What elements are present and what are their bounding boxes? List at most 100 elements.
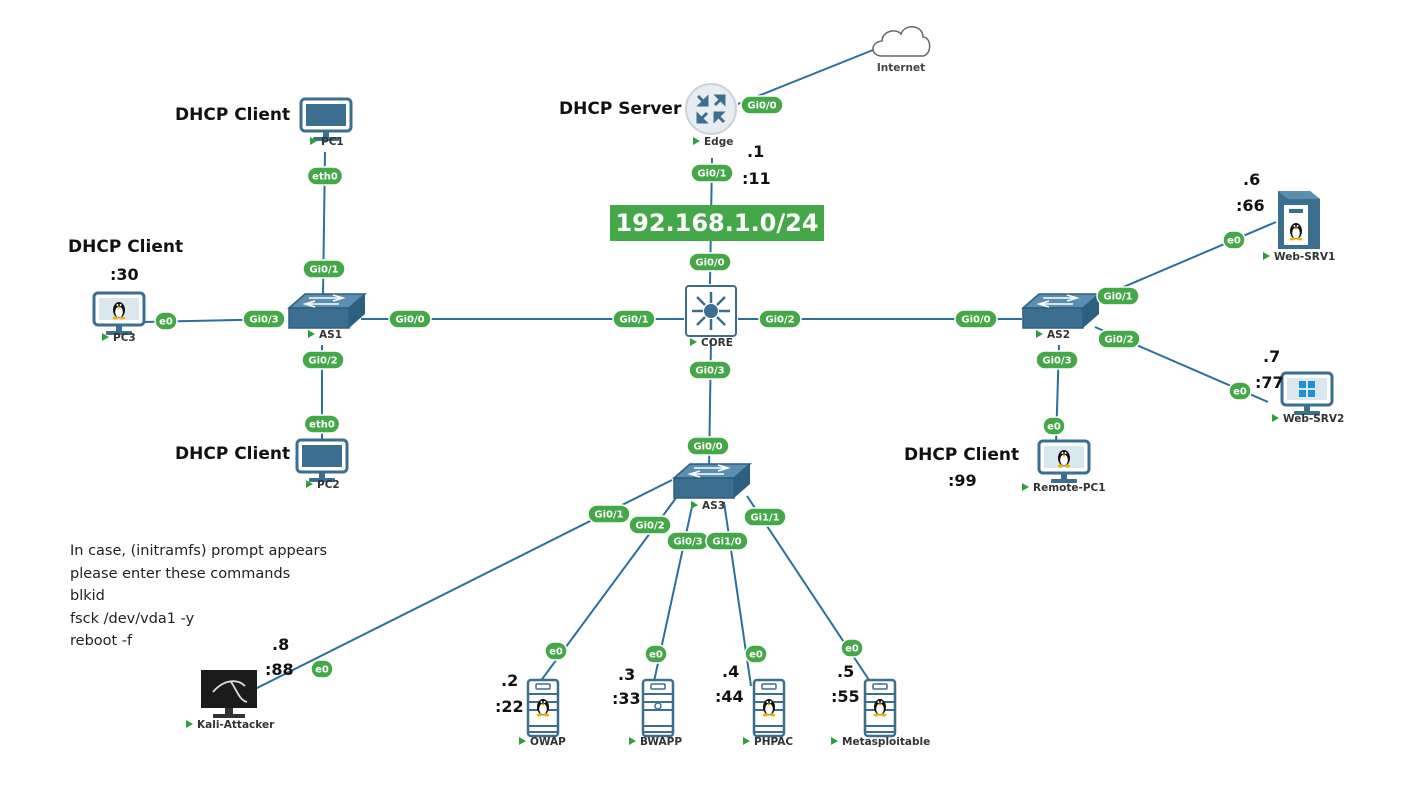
interface-badge-web2-e0: e0 — [1228, 381, 1252, 401]
web-srv1[interactable] — [1278, 191, 1320, 249]
node-label-web-srv2: Web-SRV2 — [1272, 413, 1344, 425]
internet-cloud[interactable]: Internet — [872, 26, 931, 74]
interface-badge-as1-gi03: Gi0/3 — [242, 309, 286, 329]
interface-badge-as2-gi01: Gi0/1 — [1096, 286, 1140, 306]
play-icon — [629, 737, 636, 745]
interface-label: e0 — [1227, 236, 1241, 247]
addr-phpac-v4: .4 — [722, 662, 740, 681]
play-icon — [743, 737, 750, 745]
addr-web1-v6: :66 — [1236, 196, 1265, 215]
core-switch[interactable] — [685, 285, 737, 337]
interface-badge-core-gi01: Gi0/1 — [612, 309, 656, 329]
interface-badge-as1-gi01: Gi0/1 — [302, 259, 346, 279]
interface-badge-kali-e0: e0 — [310, 659, 334, 679]
node-name: Kali-Attacker — [197, 719, 275, 731]
interface-label: Gi0/3 — [673, 537, 702, 548]
link-edge-internet — [737, 47, 879, 105]
addr-web2-v6: :77 — [1255, 373, 1284, 392]
addr-edge-v6: :11 — [742, 169, 771, 188]
interface-label: Gi0/1 — [697, 169, 726, 180]
play-icon — [310, 137, 317, 145]
web-srv2-monitor-icon — [1280, 371, 1334, 417]
interface-label: Gi0/1 — [1103, 292, 1132, 303]
web-srv2[interactable] — [1280, 371, 1334, 417]
interface-badge-as2-gi03: Gi0/3 — [1035, 350, 1079, 370]
interface-label: Gi0/0 — [693, 442, 722, 453]
interface-label: e0 — [845, 644, 859, 655]
note-line: fsck /dev/vda1 -y — [70, 610, 195, 627]
interface-badge-core-gi02: Gi0/2 — [758, 309, 802, 329]
role-pc1: DHCP Client — [175, 105, 291, 125]
interface-label: Gi1/1 — [750, 513, 779, 524]
kali-attacker[interactable] — [201, 670, 257, 718]
interface-label: Gi0/1 — [594, 510, 623, 521]
as1-switch-icon[interactable] — [288, 293, 366, 329]
addr-phpac-v6: :44 — [715, 687, 744, 706]
node-label-owap: OWAP — [519, 736, 566, 748]
interface-badge-pc3-e0: e0 — [154, 311, 178, 331]
play-icon — [186, 720, 193, 728]
node-label-core: CORE — [690, 337, 733, 349]
addr-meta-v6: :55 — [831, 687, 860, 706]
role-remote-pc1: DHCP Client — [904, 445, 1020, 465]
node-label-bwapp: BWAPP — [629, 736, 682, 748]
interface-label: Gi0/2 — [308, 356, 337, 367]
interface-badge-phpac-e0: e0 — [744, 644, 768, 664]
node-label-as2: AS2 — [1036, 329, 1070, 341]
addr-edge-v4: .1 — [747, 142, 765, 161]
node-label-pc2: PC2 — [306, 479, 340, 491]
as2-switch-icon[interactable] — [1022, 293, 1100, 329]
addr-owap-v4: .2 — [501, 671, 519, 690]
cloud-icon — [872, 26, 931, 57]
remote-pc1[interactable] — [1037, 439, 1091, 485]
interface-badge-edge-gi00: Gi0/0 — [740, 95, 784, 115]
interface-label: e0 — [159, 317, 173, 328]
interface-badge-meta-e0: e0 — [840, 638, 864, 658]
windows-icon — [1299, 381, 1315, 397]
edge-router[interactable] — [685, 83, 737, 135]
pc2-monitor-icon[interactable] — [295, 438, 349, 484]
addr-pc3-v6: :30 — [110, 265, 139, 284]
interface-label: e0 — [649, 650, 663, 661]
interface-label: Gi0/3 — [1042, 356, 1071, 367]
interface-label: Gi0/0 — [395, 315, 424, 326]
node-name: PC3 — [113, 332, 136, 344]
owap-server[interactable] — [526, 678, 560, 738]
note-line: please enter these commands — [70, 565, 291, 582]
interface-badge-as1-gi00: Gi0/0 — [388, 309, 432, 329]
interface-badge-as3-gi01: Gi0/1 — [587, 504, 631, 524]
role-dhcp-server: DHCP Server — [559, 99, 682, 119]
interface-badge-core-gi03: Gi0/3 — [688, 360, 732, 380]
metasploitable-server[interactable] — [863, 678, 897, 738]
pc3[interactable] — [92, 291, 146, 337]
interface-label: e0 — [549, 647, 563, 658]
interface-label: Gi0/0 — [695, 258, 724, 269]
phpac-server[interactable] — [752, 678, 786, 738]
pc1-monitor-icon[interactable] — [299, 97, 353, 143]
play-icon — [1263, 252, 1270, 260]
interface-badge-as3-gi11: Gi1/1 — [743, 507, 787, 527]
interface-badge-bwapp-e0: e0 — [644, 644, 668, 664]
addr-kali-v6: :88 — [265, 660, 294, 679]
router-icon — [685, 83, 737, 135]
interface-label: e0 — [1047, 422, 1061, 433]
note-line: blkid — [70, 588, 105, 604]
bwapp-server[interactable] — [641, 678, 675, 738]
router-arrows-icon — [696, 94, 726, 124]
as3-switch-icon[interactable] — [673, 463, 751, 499]
node-name: Edge — [704, 136, 733, 148]
play-icon — [1272, 414, 1279, 422]
node-name: Remote-PC1 — [1033, 482, 1106, 494]
note-line: In case, (initramfs) prompt appears — [70, 543, 328, 559]
bwapp-server-icon — [641, 678, 675, 738]
interface-label: Gi1/0 — [712, 537, 741, 548]
node-name: CORE — [701, 337, 733, 349]
play-icon — [1022, 483, 1029, 491]
interface-label: eth0 — [309, 420, 335, 431]
bwapp-power-icon — [654, 702, 662, 710]
node-name: PHPAC — [754, 736, 793, 748]
interface-badge-as1-gi02: Gi0/2 — [301, 350, 345, 370]
interface-label: e0 — [749, 650, 763, 661]
interface-label: Gi0/0 — [747, 101, 776, 112]
